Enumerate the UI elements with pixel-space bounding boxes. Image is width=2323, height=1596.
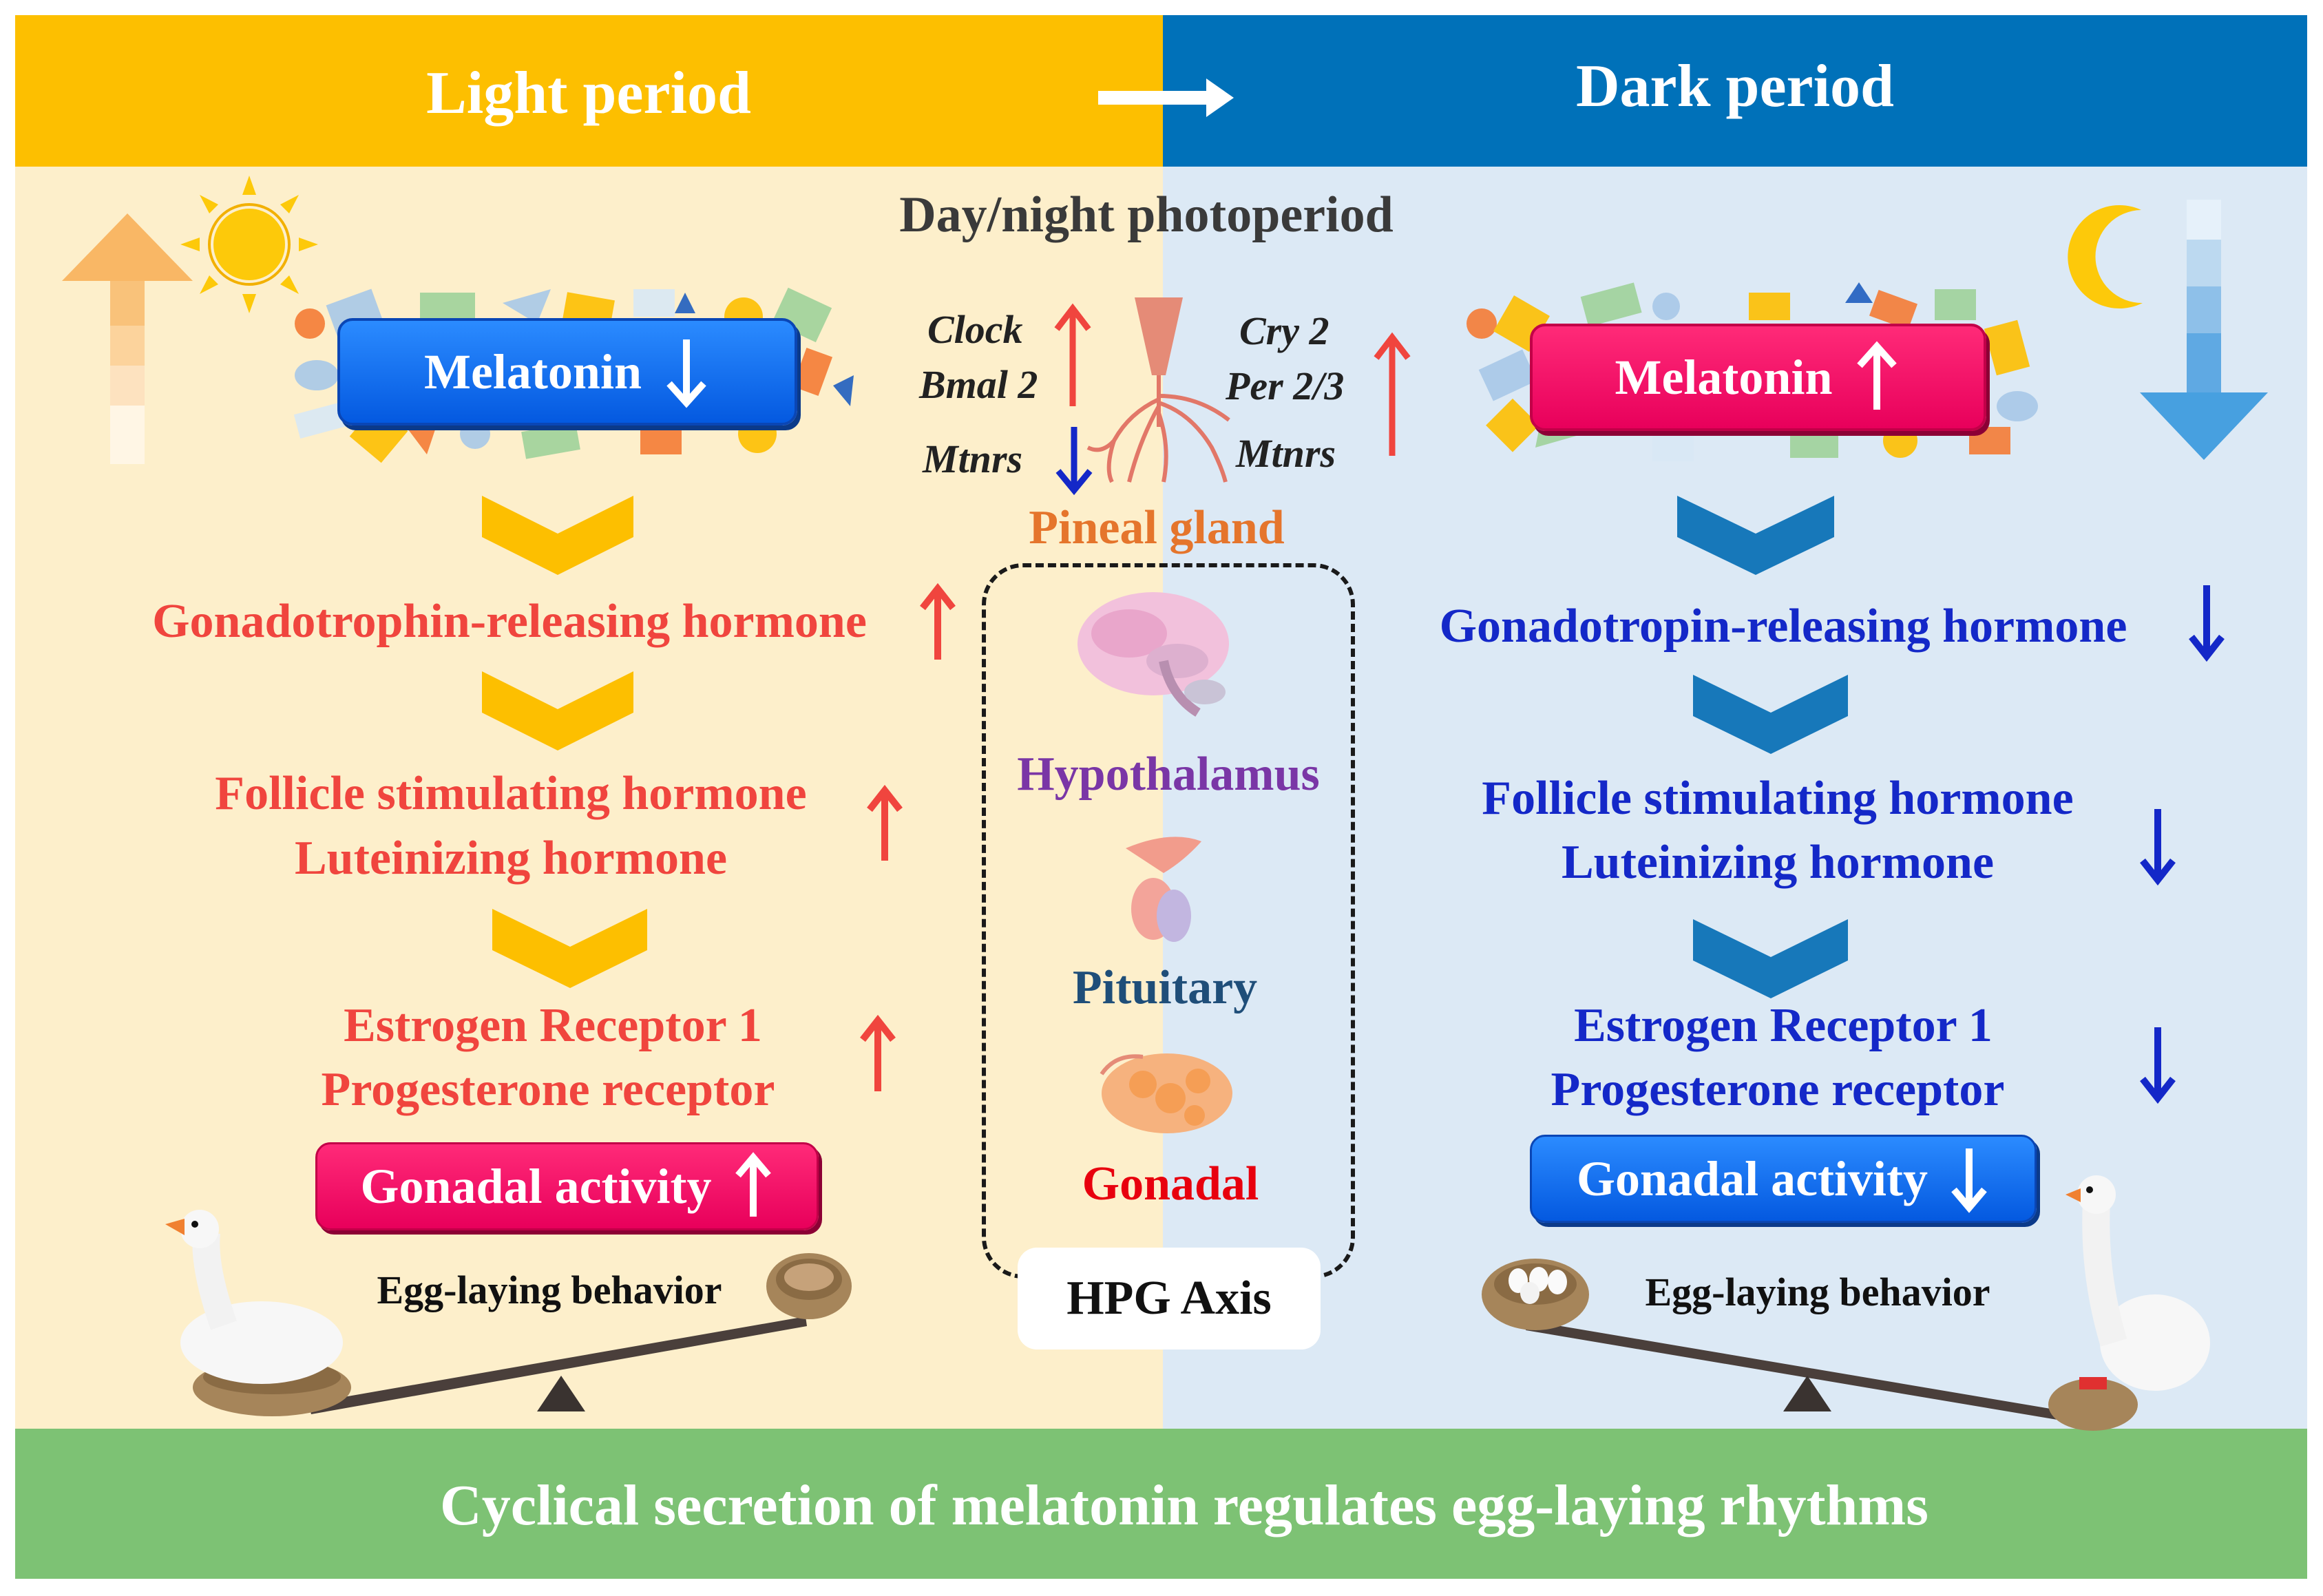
- right-gnrh-label: Gonadotropin-releasing hormone: [1439, 600, 2127, 653]
- right-lh-label: Luteinizing hormone: [1561, 836, 1995, 889]
- gonadal-activity-label: Gonadal activity: [1576, 1151, 1928, 1206]
- gonadal-activity-label: Gonadal activity: [360, 1158, 712, 1214]
- left-gnrh-label: Gonadotrophin-releasing hormone: [152, 595, 867, 648]
- er1-up-arrow-icon: [860, 1014, 896, 1091]
- melatonin-label: Melatonin: [1615, 349, 1833, 405]
- right-seesaw: [1526, 1321, 2059, 1420]
- right-nest-icon: [1482, 1259, 1589, 1330]
- left-pr-label: Progesterone receptor: [321, 1063, 775, 1116]
- fsh-up-arrow-icon: [867, 784, 903, 861]
- right-pr-label: Progesterone receptor: [1551, 1063, 2005, 1116]
- right-chevrons: [1677, 496, 1848, 998]
- right-er1-label: Estrogen Receptor 1: [1574, 999, 1993, 1052]
- left-goose-icon: [165, 1210, 351, 1416]
- clock-up-arrow-icon: [1054, 303, 1091, 406]
- left-er1-label: Estrogen Receptor 1: [344, 999, 762, 1052]
- dark-header-bar: [1163, 15, 2307, 167]
- gene-cry2: Cry 2: [1239, 308, 1329, 353]
- mtnrs-down-arrow-icon: [1055, 427, 1093, 496]
- footer-conclusion: Cyclical secretion of melatonin regulate…: [440, 1473, 1928, 1537]
- melatonin-up-arrow-icon: [1857, 341, 1898, 410]
- left-seesaw: [308, 1316, 807, 1414]
- right-egg-laying-label: Egg-laying behavior: [1645, 1270, 1990, 1314]
- period-arrow-icon: [1098, 78, 1234, 117]
- light-up-arrow-icon: [62, 213, 193, 464]
- right-fsh-label: Follicle stimulating hormone: [1482, 772, 2074, 825]
- left-egg-laying-label: Egg-laying behavior: [377, 1268, 722, 1312]
- left-nest-icon: [766, 1253, 852, 1319]
- gonad-icon: [1100, 1053, 1232, 1133]
- hypothalamus-label: Hypothalamus: [1017, 748, 1320, 801]
- gene-bmal2: Bmal 2: [919, 362, 1038, 407]
- gonadal-label: Gonadal: [1082, 1157, 1259, 1210]
- gonadal-down-arrow-icon: [1951, 1148, 1987, 1213]
- right-goose-icon: [2048, 1175, 2210, 1431]
- sun-icon: [180, 176, 318, 313]
- left-fsh-label: Follicle stimulating hormone: [215, 767, 807, 820]
- melatonin-label: Melatonin: [424, 344, 642, 399]
- light-period-title: Light period: [426, 60, 751, 127]
- light-header-bar: [15, 15, 1163, 167]
- gene-clock: Clock: [927, 307, 1023, 352]
- hpg-axis-label: HPG Axis: [1018, 1248, 1321, 1350]
- cry-up-arrow-icon: [1374, 332, 1411, 456]
- moon-icon: [2068, 204, 2143, 308]
- pituitary-icon: [1126, 837, 1201, 942]
- left-chevrons: [482, 496, 647, 988]
- er1-down-arrow-icon: [2140, 1027, 2176, 1104]
- melatonin-low-badge: Melatonin: [337, 318, 797, 426]
- footer-bar: [15, 1429, 2307, 1579]
- gonadal-up-arrow-icon: [735, 1152, 771, 1217]
- fsh-down-arrow-icon: [2140, 809, 2176, 886]
- dark-down-arrow-icon: [2140, 200, 2268, 460]
- gnrh-down-arrow-icon: [2189, 585, 2225, 662]
- dark-period-title: Dark period: [1576, 53, 1894, 120]
- melatonin-high-badge: Melatonin: [1530, 324, 1986, 431]
- gene-mtnrs-right: Mtnrs: [1236, 431, 1336, 476]
- right-melatonin-shapes: [1467, 282, 2038, 461]
- photoperiod-label: Day/night photoperiod: [899, 187, 1394, 243]
- pineal-gland-illustration: [1086, 297, 1230, 483]
- gonadal-activity-low-badge: Gonadal activity: [1530, 1135, 2037, 1223]
- brain-icon: [1078, 592, 1229, 717]
- gene-per23: Per 2/3: [1226, 364, 1345, 408]
- melatonin-down-arrow-icon: [666, 339, 706, 408]
- gene-mtnrs-left: Mtnrs: [923, 437, 1023, 481]
- left-lh-label: Luteinizing hormone: [294, 832, 728, 885]
- pineal-gland-label: Pineal gland: [1029, 501, 1285, 554]
- gonadal-activity-high-badge: Gonadal activity: [315, 1142, 819, 1230]
- gnrh-up-arrow-icon: [920, 582, 956, 660]
- pituitary-label: Pituitary: [1072, 961, 1258, 1014]
